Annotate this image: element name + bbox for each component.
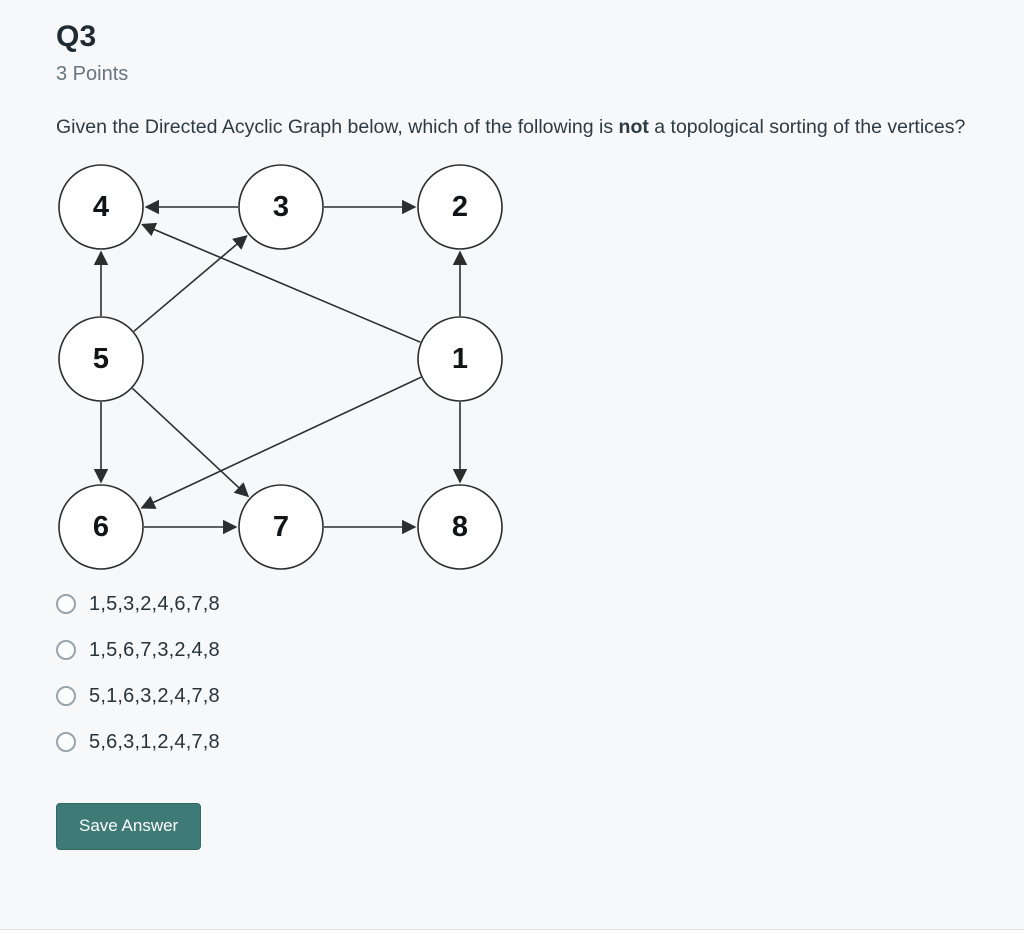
graph-node-label-1: 1 — [452, 343, 468, 375]
graph-node-label-2: 2 — [452, 191, 468, 223]
question-panel: Q3 3 Points Given the Directed Acyclic G… — [56, 20, 968, 850]
graph-node-label-5: 5 — [93, 343, 109, 375]
graph-edge-5-3 — [133, 235, 248, 332]
graph-node-6 — [58, 484, 144, 570]
question-number: Q3 — [56, 20, 97, 53]
points-label: 3 Points — [56, 63, 129, 85]
graph-node-3 — [238, 164, 324, 250]
footer-divider — [0, 929, 1024, 934]
graph-node-5 — [58, 316, 144, 402]
graph-node-7 — [238, 484, 324, 570]
radio-button[interactable] — [56, 732, 76, 752]
graph-edge-5-7 — [131, 387, 250, 498]
radio-button[interactable] — [56, 594, 76, 614]
question-text-bold: not — [618, 116, 649, 138]
answer-option-2[interactable]: 1,5,6,7,3,2,4,8 — [56, 627, 968, 673]
option-label: 1,5,6,7,3,2,4,8 — [89, 638, 220, 661]
graph-node-4 — [58, 164, 144, 250]
answer-options: 1,5,3,2,4,6,7,8 1,5,6,7,3,2,4,8 5,1,6,3,… — [56, 581, 968, 765]
answer-option-3[interactable]: 5,1,6,3,2,4,7,8 — [56, 673, 968, 719]
option-label: 1,5,3,2,4,6,7,8 — [89, 592, 220, 615]
graph-edge-1-6 — [140, 376, 422, 509]
graph-node-label-8: 8 — [452, 511, 468, 543]
question-text: Given the Directed Acyclic Graph below, … — [56, 108, 966, 147]
save-answer-button[interactable]: Save Answer — [56, 803, 202, 850]
graph-node-label-6: 6 — [93, 511, 109, 543]
answer-option-4[interactable]: 5,6,3,1,2,4,7,8 — [56, 719, 968, 765]
radio-button[interactable] — [56, 640, 76, 660]
graph-node-label-3: 3 — [273, 191, 289, 223]
option-label: 5,1,6,3,2,4,7,8 — [89, 684, 220, 707]
graph-node-1 — [417, 316, 503, 402]
graph-node-label-7: 7 — [273, 511, 289, 543]
graph-edge-1-4 — [141, 222, 421, 343]
answer-option-1[interactable]: 1,5,3,2,4,6,7,8 — [56, 581, 968, 627]
radio-button[interactable] — [56, 686, 76, 706]
question-text-before: Given the Directed Acyclic Graph below, … — [56, 116, 619, 138]
option-label: 5,6,3,1,2,4,7,8 — [89, 730, 220, 753]
graph-node-label-4: 4 — [93, 191, 109, 223]
graph-node-2 — [417, 164, 503, 250]
dag-graph: 4 3 2 5 1 6 7 8 — [58, 164, 503, 570]
question-text-after: a topological sorting of the vertices? — [648, 116, 966, 138]
graph-node-8 — [417, 484, 503, 570]
